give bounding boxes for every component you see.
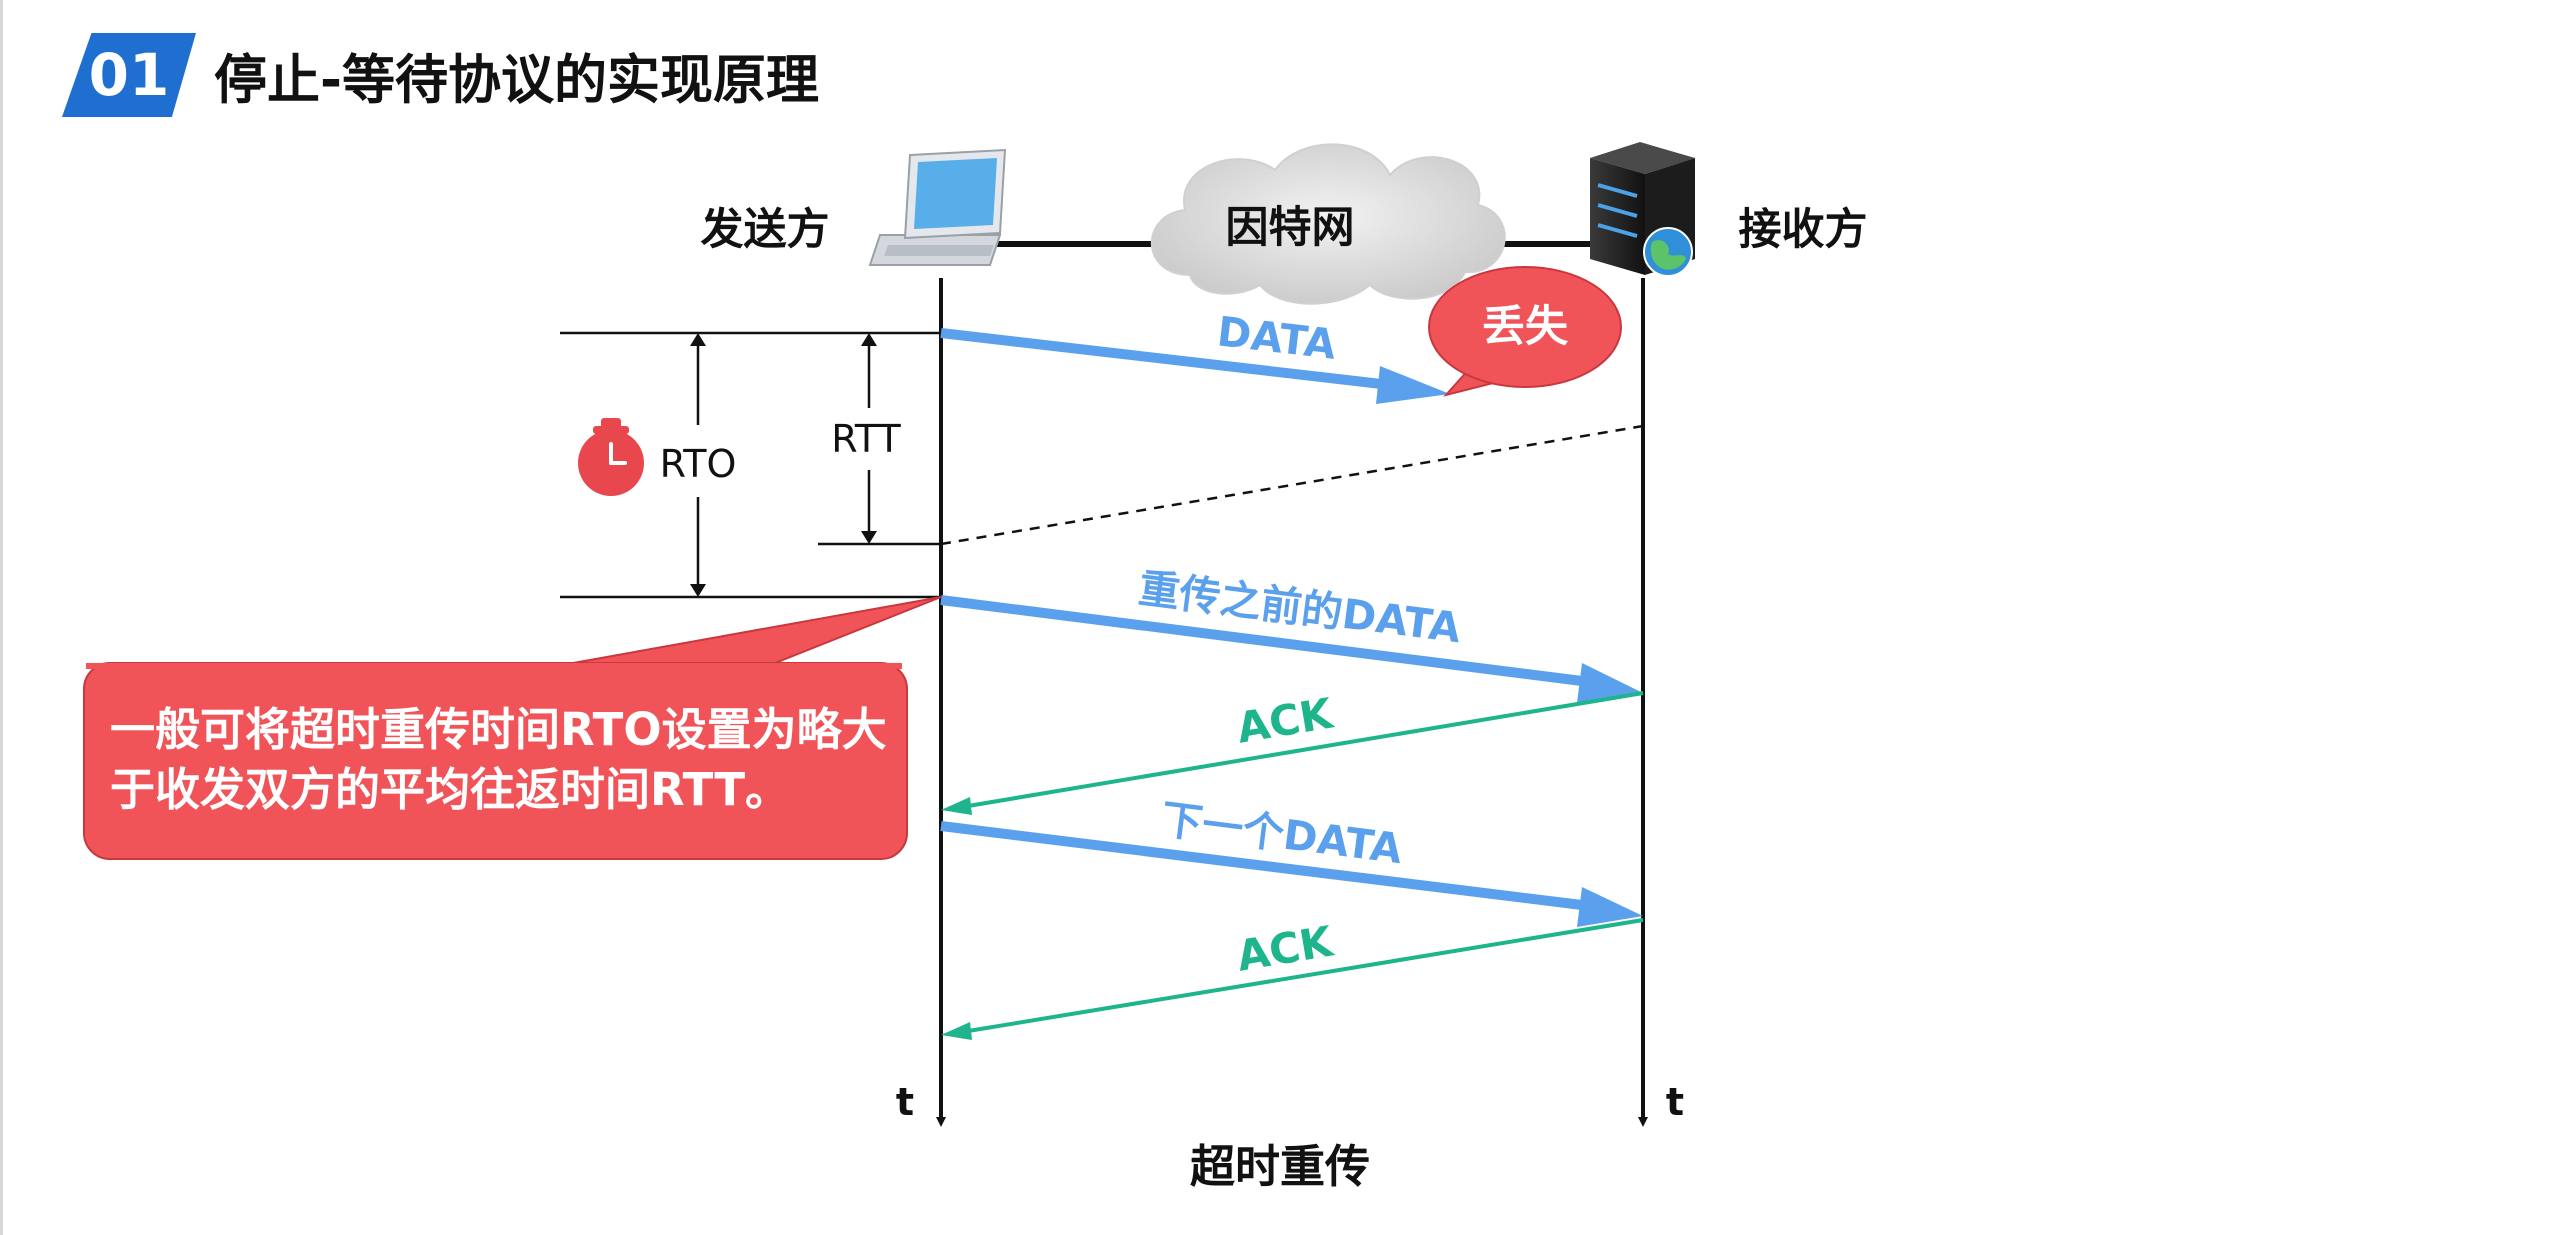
rtt-label-backdrop [818,408,920,470]
rto-label: RTO [660,442,737,486]
cloud-icon [1150,143,1506,305]
data-lost-label: DATA [1215,307,1339,368]
callout-text: 一般可将超时重传时间RTO设置为略大于收发双方的平均往返时间RTT。 [110,703,887,816]
ack-arrow-2 [955,918,1644,1035]
retransmit-data-label: 重传之前的DATA [1136,564,1464,652]
ack-arrow-1-head [941,797,972,815]
data-arrow-retransmit-head [1577,663,1643,703]
rtt-bracket-bottom-arrow [861,531,877,544]
laptop-icon [868,148,1007,266]
data-arrow-next [940,821,1591,911]
rto-bracket-top-arrow [690,333,706,346]
ack-arrow-2-head [941,1022,972,1040]
sender-label: 发送方 [701,205,830,255]
data-arrow-lost-head [1376,366,1450,404]
ack-1-label: ACK [1233,688,1337,752]
slide-left-border [0,0,3,1235]
receiver-label: 接收方 [1739,205,1868,255]
diagram-caption: 超时重传 [1190,1140,1370,1193]
lost-label: 丢失 [1482,302,1569,352]
rto-bracket-bottom-arrow [690,584,706,597]
data-arrow-retransmit [940,595,1591,687]
data-arrow-lost [940,328,1391,390]
data-arrow-next-head [1577,887,1643,927]
sender-time-axis-label: t [896,1080,914,1124]
stopwatch-icon [578,418,644,496]
server-icon [1590,142,1695,277]
network-label: 因特网 [1226,203,1355,253]
page-title: 停止-等待协议的实现原理 [214,50,819,111]
receiver-time-axis-label: t [1666,1080,1684,1124]
rtt-label: RTT [831,417,901,461]
rtt-bracket-top-arrow [861,333,877,346]
expected-ack-dashed-line [940,424,1644,546]
ack-arrow-1 [955,691,1644,810]
rto-label-backdrop [640,425,756,497]
lost-bubble [1428,266,1622,397]
callout-box [83,596,942,860]
section-number: 01 [88,41,170,109]
